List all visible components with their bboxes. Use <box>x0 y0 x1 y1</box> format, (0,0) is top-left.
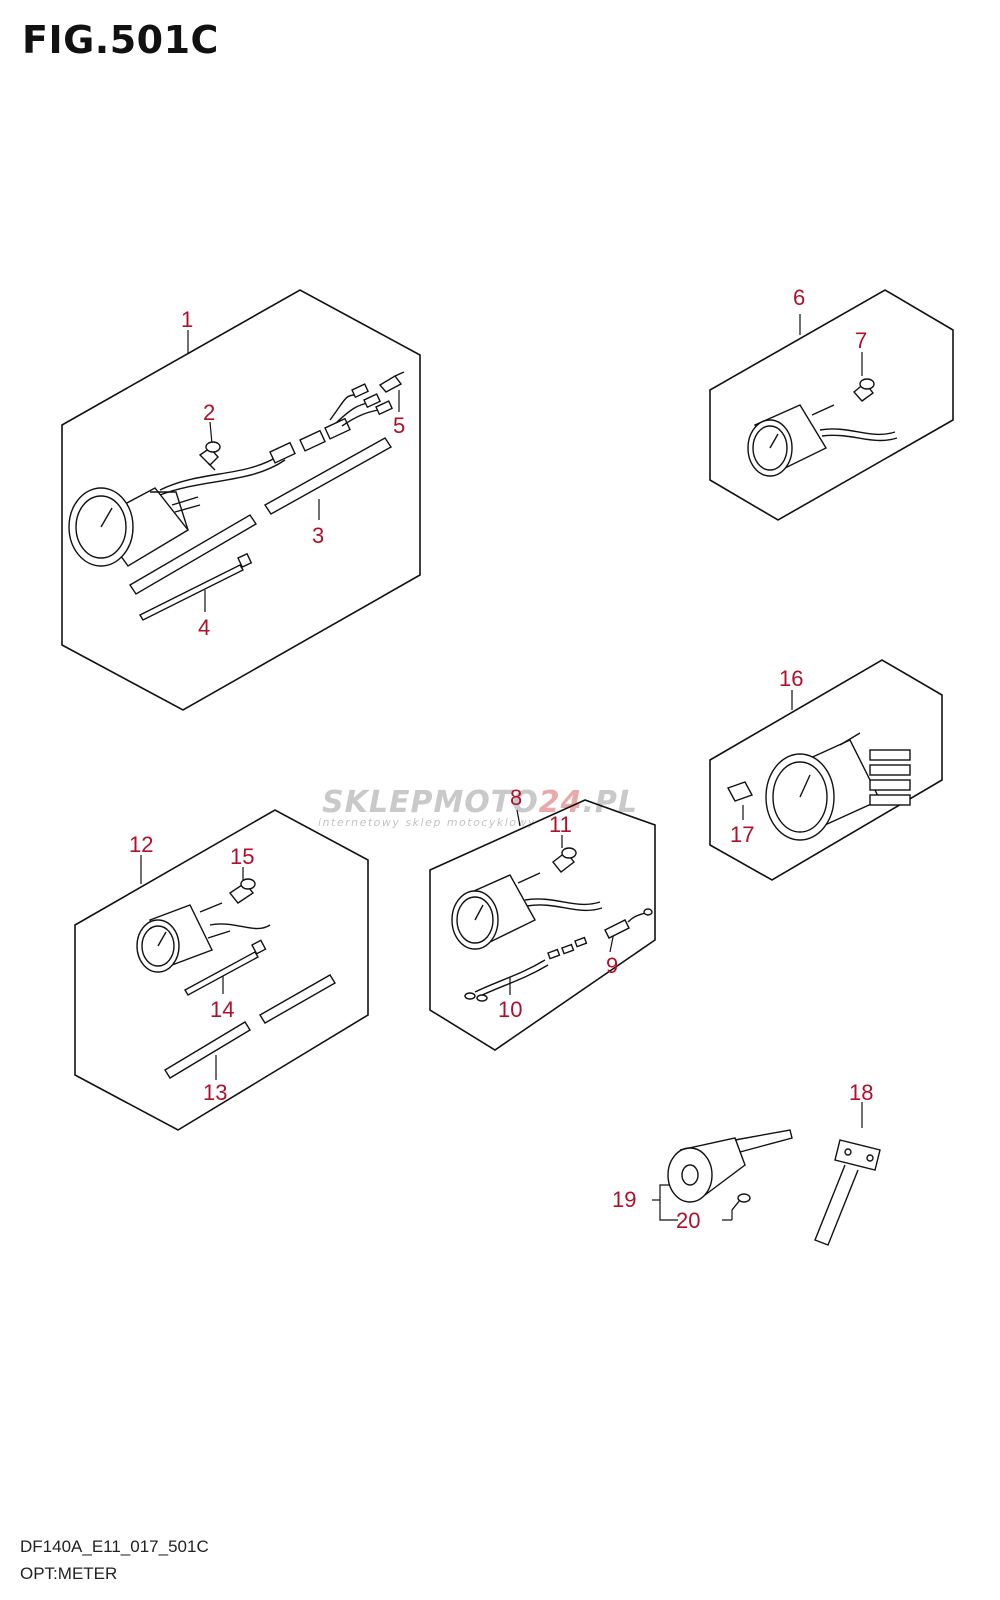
harness-connectors-icon <box>269 371 405 464</box>
callout-17: 17 <box>730 822 754 847</box>
bulb-17-icon <box>726 781 754 802</box>
group-frame-12 <box>74 809 369 1131</box>
trim-sender-19-icon <box>667 1129 793 1203</box>
group-frame-16 <box>709 659 943 881</box>
cable-tie-4-icon <box>139 552 253 621</box>
gauge-6-icon <box>747 404 898 477</box>
diagram-code: DF140A_E11_017_501C <box>20 1537 209 1556</box>
callout-2: 2 <box>203 400 215 425</box>
bulb-11-icon <box>552 847 577 873</box>
callout-19: 19 <box>612 1187 636 1212</box>
trim-sender-18-icon <box>814 1139 881 1246</box>
gauge-12-icon <box>136 902 271 973</box>
gauge-16-icon <box>765 732 911 841</box>
callout-7: 7 <box>855 328 867 353</box>
leader-lines <box>140 314 863 1221</box>
figure-title: FIG.501C <box>22 18 219 62</box>
callout-1: 1 <box>181 307 193 332</box>
bulb-7-icon <box>852 378 875 402</box>
callout-9: 9 <box>606 953 618 978</box>
gauge-1-icon <box>68 454 286 567</box>
svg-text:SKLEPMOTO24.PL: SKLEPMOTO24.PL <box>322 785 638 820</box>
diagram-caption: OPT:METER <box>20 1564 118 1583</box>
group-frame-8 <box>429 799 656 1051</box>
watermark-tagline: internetowy sklep motocyklowy <box>318 816 536 829</box>
watermark-brand: SKLEPMOTO <box>322 785 539 820</box>
callout-10: 10 <box>498 997 522 1022</box>
bulb-15-icon <box>228 878 256 904</box>
callout-5: 5 <box>393 413 405 438</box>
group-frame-1 <box>61 289 421 711</box>
callout-12: 12 <box>129 832 153 857</box>
gauge-8-icon <box>451 872 603 950</box>
group-frame-6 <box>709 289 954 521</box>
watermark-accent: 24 <box>539 785 583 820</box>
callout-numbers: 1 2 3 4 5 6 7 8 9 10 11 12 13 14 15 16 1… <box>129 285 873 1233</box>
callout-14: 14 <box>210 997 234 1022</box>
callout-15: 15 <box>230 844 254 869</box>
callout-11: 11 <box>549 812 572 837</box>
callout-4: 4 <box>198 615 210 640</box>
bulb-2-icon <box>198 441 221 471</box>
cable-tie-14-icon <box>184 939 267 996</box>
tube-13-icon <box>164 974 336 1079</box>
callout-8: 8 <box>510 785 522 810</box>
callout-3: 3 <box>312 523 324 548</box>
screw-20-icon <box>731 1193 751 1211</box>
harness-10-icon <box>464 936 588 1002</box>
callout-16: 16 <box>779 666 803 691</box>
callout-18: 18 <box>849 1080 873 1105</box>
callout-20: 20 <box>676 1208 700 1233</box>
harness-9-icon <box>604 908 653 939</box>
watermark: SKLEPMOTO24.PL internetowy sklep motocyk… <box>318 785 638 829</box>
tube-3-icon <box>129 437 393 595</box>
callout-13: 13 <box>203 1080 227 1105</box>
callout-6: 6 <box>793 285 805 310</box>
